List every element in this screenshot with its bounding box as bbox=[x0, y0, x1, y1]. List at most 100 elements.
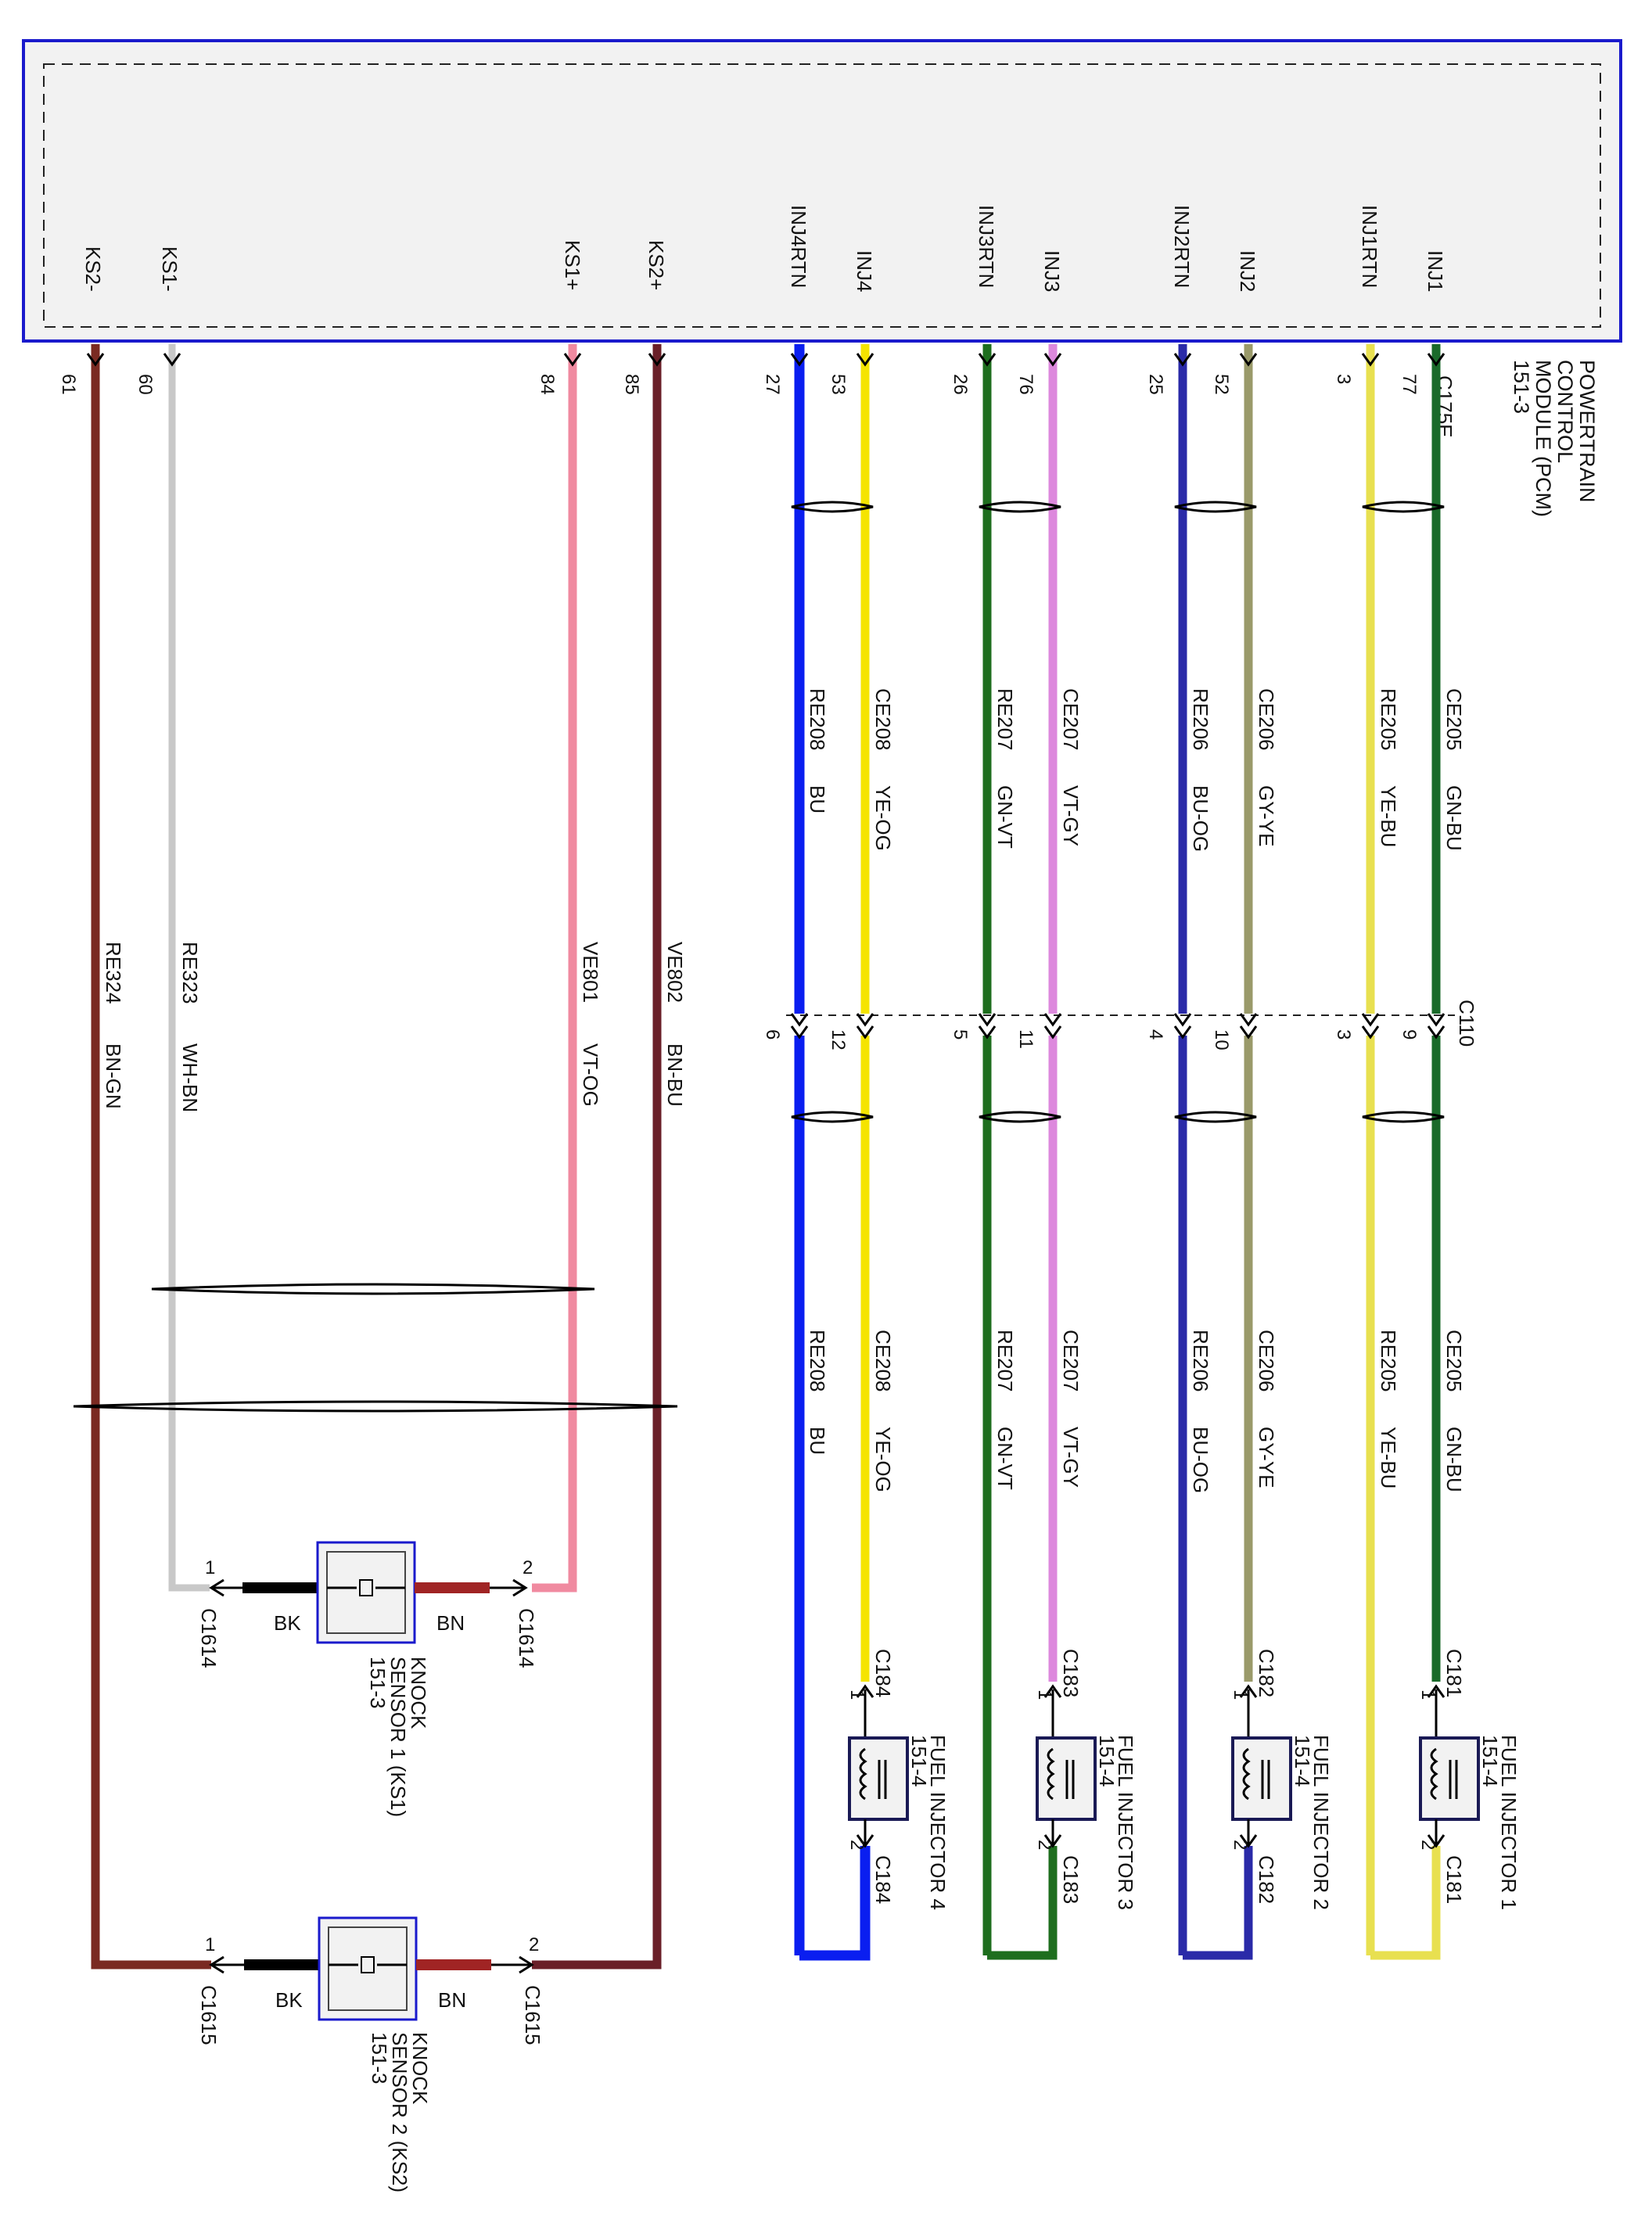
tick bbox=[1239, 353, 1258, 367]
wire-inj2-return bbox=[1183, 1846, 1253, 1960]
circuit-color: BU-OG bbox=[1189, 1427, 1212, 1493]
circuit-color: BN-GN bbox=[102, 1043, 125, 1109]
ks-lead1-label: BK bbox=[274, 1611, 301, 1635]
tick bbox=[563, 353, 582, 367]
circuit-id: RE208 bbox=[806, 1330, 829, 1392]
injector-connector: C181 bbox=[1442, 1855, 1466, 1904]
twist-inj4-lower bbox=[791, 1111, 874, 1123]
injector-pin2-tick bbox=[1427, 1834, 1446, 1848]
circuit-color: WH-BN bbox=[178, 1043, 202, 1112]
injector-label: FUEL INJECTOR 4 bbox=[926, 1735, 950, 1910]
twist-inj2-upper bbox=[1174, 501, 1257, 513]
circuit-id: RE208 bbox=[806, 688, 829, 751]
circuit-id: CE206 bbox=[1255, 688, 1278, 751]
c110-pin: 11 bbox=[1015, 1029, 1036, 1049]
circuit-id: CE208 bbox=[871, 688, 895, 751]
pin-number: 61 bbox=[58, 374, 79, 395]
c110-tick bbox=[1361, 1013, 1380, 1040]
ks-label-line-3: 151-3 bbox=[368, 2032, 391, 2084]
injector-pin2-tick bbox=[1043, 1834, 1062, 1848]
injector-ref: 151-4 bbox=[1478, 1735, 1502, 1787]
c110-pin: 5 bbox=[950, 1029, 971, 1040]
pin-number: 26 bbox=[950, 374, 971, 395]
injector-coil-icon bbox=[1242, 1747, 1251, 1801]
injector-pin1-tick bbox=[856, 1684, 874, 1698]
twist-inj4-upper bbox=[791, 501, 874, 513]
injector-pin1: 1 bbox=[846, 1689, 867, 1700]
fuel-injector-3: 1 2 C183 C183 FUEL INJECTOR 3 151-4 bbox=[1034, 1649, 1137, 1910]
tick bbox=[1427, 353, 1446, 367]
ks-lead1-label: BK bbox=[275, 1988, 303, 2012]
circuit-color: YE-BU bbox=[1377, 1427, 1400, 1488]
injector-coil-icon bbox=[1430, 1747, 1438, 1801]
pin-label-inj1: INJ1 bbox=[1424, 250, 1447, 292]
twist-inj1-upper bbox=[1362, 501, 1445, 513]
tick bbox=[1173, 353, 1192, 367]
circuit-id: CE208 bbox=[871, 1330, 895, 1392]
circuit-color: BU-OG bbox=[1189, 785, 1212, 852]
twist-inj2-lower bbox=[1174, 1111, 1257, 1123]
pin-number: 77 bbox=[1399, 374, 1420, 395]
circuit-color: YE-BU bbox=[1377, 785, 1400, 847]
ks-body bbox=[318, 1916, 418, 2021]
injector-body bbox=[848, 1736, 909, 1821]
pin-label-ks1-plus: KS1+ bbox=[561, 240, 584, 290]
pcm-title-line-3: MODULE (PCM) bbox=[1532, 360, 1555, 517]
pcm-title-line-4: 151-3 bbox=[1510, 360, 1533, 414]
tick bbox=[978, 353, 997, 367]
circuit-id: CE205 bbox=[1442, 1330, 1466, 1392]
injector-label: FUEL INJECTOR 3 bbox=[1114, 1735, 1137, 1910]
circuit-color: GN-VT bbox=[993, 1427, 1017, 1490]
ks-connector: C1614 bbox=[197, 1608, 221, 1668]
twist-inj1-lower bbox=[1362, 1111, 1445, 1123]
circuit-color: GN-BU bbox=[1442, 1427, 1466, 1492]
injector-pin1-tick bbox=[1043, 1684, 1062, 1698]
pin-number: 27 bbox=[762, 374, 783, 395]
injector-pin1: 1 bbox=[1034, 1689, 1055, 1700]
circuit-color: BU bbox=[806, 785, 829, 813]
c110-label: C110 bbox=[1455, 1000, 1478, 1047]
circuit-color: VT-OG bbox=[579, 1043, 602, 1107]
pin-number: 52 bbox=[1211, 374, 1232, 395]
knock-circuit-labels: RE324 BN-GN RE323 WH-BN VE801 VT-OG VE80… bbox=[102, 942, 687, 1112]
wires bbox=[91, 344, 1441, 1969]
twist-ks2 bbox=[73, 1400, 678, 1413]
ks-bk-lead bbox=[244, 1959, 319, 1970]
circuit-id: RE207 bbox=[993, 1330, 1017, 1392]
circuit-color: VT-GY bbox=[1059, 785, 1083, 846]
piezo-icon bbox=[361, 1956, 375, 1973]
circuit-color: BU bbox=[806, 1427, 829, 1455]
circuit-color: GY-YE bbox=[1255, 1427, 1278, 1488]
twist-ks1 bbox=[151, 1283, 595, 1295]
injector-ref: 151-4 bbox=[1095, 1735, 1119, 1787]
wire-ks1-minus bbox=[168, 344, 210, 1592]
ks-pin2-tick bbox=[519, 1955, 534, 1974]
ks-label-line-2: SENSOR 2 (KS2) bbox=[388, 2032, 411, 2192]
pin-label-inj1rtn: INJ1RTN bbox=[1358, 205, 1381, 288]
circuit-id: CE205 bbox=[1442, 688, 1466, 751]
tick bbox=[790, 353, 809, 367]
pin-label-inj4: INJ4 bbox=[853, 250, 876, 292]
c110-tick bbox=[790, 1013, 809, 1040]
injector-coil-icon bbox=[1047, 1747, 1055, 1801]
c110-pin: 10 bbox=[1211, 1029, 1232, 1050]
pin-label-inj3rtn: INJ3RTN bbox=[975, 205, 998, 288]
injector-label: FUEL INJECTOR 2 bbox=[1309, 1735, 1333, 1910]
tick bbox=[648, 353, 666, 367]
circuit-labels-upper: RE208 BU CE208 YE-OG RE207 GN-VT CE207 V… bbox=[806, 688, 1466, 852]
ks-label-line-1: KNOCK bbox=[407, 1657, 430, 1729]
circuit-id: CE207 bbox=[1059, 1330, 1083, 1392]
pcm-connector-ticks bbox=[86, 353, 1446, 367]
injector-pin1: 1 bbox=[1230, 1689, 1251, 1700]
c110-tick bbox=[1173, 1013, 1192, 1040]
tick bbox=[163, 353, 181, 367]
c110-pin: 6 bbox=[762, 1029, 783, 1040]
circuit-color: BN-BU bbox=[663, 1043, 687, 1107]
injector-connector: C184 bbox=[871, 1649, 895, 1697]
pcm-module: POWERTRAIN CONTROL MODULE (PCM) 151-3 C1… bbox=[22, 39, 1622, 517]
circuit-color: GN-BU bbox=[1442, 785, 1466, 851]
circuit-id: RE205 bbox=[1377, 1330, 1400, 1392]
ks-inner bbox=[328, 1926, 408, 2011]
pin-number: 76 bbox=[1015, 374, 1036, 395]
circuit-color: GN-VT bbox=[993, 785, 1017, 849]
